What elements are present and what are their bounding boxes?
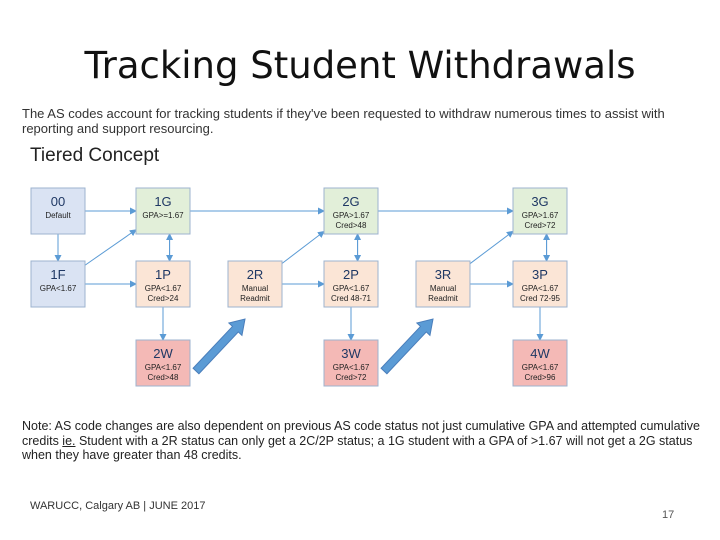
node-code: 4W: [530, 346, 550, 361]
note-part1: Note: AS code changes are also dependent…: [22, 419, 700, 448]
nodes-layer: 00Default1GGPA>=1.672GGPA>1.67Cred>483GG…: [30, 187, 568, 387]
edge-3R-3G: [469, 230, 514, 265]
node-criteria-line: GPA<1.67: [333, 363, 370, 372]
node-criteria-line: Readmit: [240, 294, 271, 303]
node-criteria-line: GPA<1.67: [145, 284, 182, 293]
node-code: 2R: [247, 267, 264, 282]
node-box: [135, 187, 191, 235]
node-criteria-line: GPA<1.67: [522, 363, 559, 372]
footer-text: WARUCC, Calgary AB | JUNE 2017: [30, 500, 206, 512]
node-code: 3W: [341, 346, 361, 361]
node-criteria-line: Cred>48: [336, 221, 367, 230]
big-arrow-2W-2R: [192, 318, 246, 375]
node-code: 1P: [155, 267, 171, 282]
node-criteria-line: GPA>1.67: [522, 211, 559, 220]
section-subtitle: Tiered Concept: [30, 145, 160, 166]
node-criteria-line: Cred>72: [525, 221, 556, 230]
node-criteria-line: Cred>48: [148, 373, 179, 382]
node-code: 2P: [343, 267, 359, 282]
node-code: 2G: [342, 194, 359, 209]
node-criteria-line: Cred 48-71: [331, 294, 372, 303]
edge-1F-1G: [84, 229, 137, 266]
node-code: 2W: [153, 346, 173, 361]
node-code: 3R: [435, 267, 452, 282]
page-number: 17: [662, 509, 675, 521]
note-text: Note: AS code changes are also dependent…: [22, 419, 706, 463]
node-criteria-line: GPA>=1.67: [142, 211, 184, 220]
edge-2R-2G: [281, 230, 325, 264]
node-box: [323, 339, 379, 387]
tiered-concept-diagram: 00Default1GGPA>=1.672GGPA>1.67Cred>483GG…: [30, 187, 568, 387]
node-criteria-line: Default: [45, 211, 71, 220]
note-part2: Student with a 2R status can only get a …: [22, 433, 693, 463]
node-box: [415, 260, 471, 308]
node-criteria-line: Cred>72: [336, 373, 367, 382]
node-criteria-line: Manual: [430, 284, 456, 293]
node-box: [227, 260, 283, 308]
note-ie: ie.: [62, 433, 76, 448]
node-criteria-line: Cred>96: [525, 373, 556, 382]
node-criteria-line: GPA<1.67: [333, 284, 370, 293]
node-1F: 1F GPA<1.67: [30, 260, 86, 308]
node-box: [512, 187, 568, 235]
big-arrow-3W-3R: [380, 318, 434, 375]
node-box: [323, 260, 379, 308]
node-criteria-line: Manual: [242, 284, 268, 293]
node-box: [135, 339, 191, 387]
edges-layer: [54, 207, 551, 341]
node-criteria-line: GPA<1.67: [40, 284, 77, 293]
node-box: [512, 260, 568, 308]
node-criteria-line: GPA<1.67: [145, 363, 182, 372]
node-code: 3P: [532, 267, 548, 282]
intro-text: The AS codes account for tracking studen…: [22, 106, 665, 136]
node-1G: 1G GPA>=1.67: [135, 187, 191, 235]
node-criteria-line: Readmit: [428, 294, 459, 303]
node-code: 1G: [154, 194, 171, 209]
node-criteria-line: GPA>1.67: [333, 211, 370, 220]
node-box: [135, 260, 191, 308]
big-arrows-layer: [192, 318, 434, 375]
node-criteria-line: GPA<1.67: [522, 284, 559, 293]
node-code: 1F: [50, 267, 65, 282]
slide-title: Tracking Student Withdrawals: [84, 44, 636, 87]
node-box: [30, 187, 86, 235]
node-code: 00: [51, 194, 65, 209]
node-code: 3G: [531, 194, 548, 209]
node-criteria-line: Cred 72-95: [520, 294, 561, 303]
node-criteria-line: Cred>24: [148, 294, 179, 303]
node-box: [512, 339, 568, 387]
node-box: [30, 260, 86, 308]
node-box: [323, 187, 379, 235]
